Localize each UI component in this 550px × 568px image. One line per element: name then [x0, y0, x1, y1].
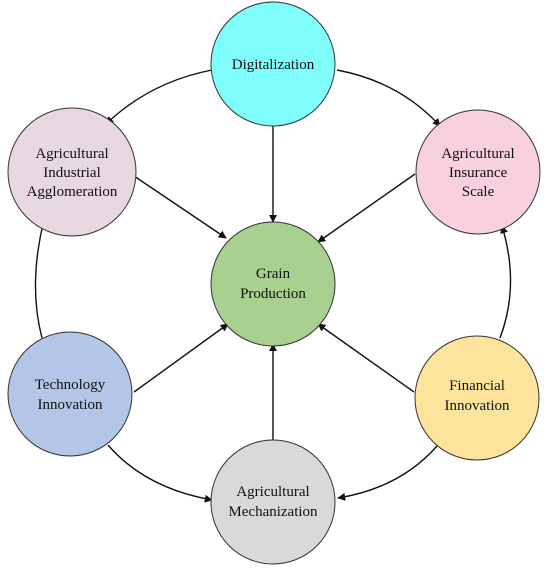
node-mechanization-label-line2: Mechanization — [228, 504, 318, 520]
node-insurance-label-line1: Agricultural — [441, 146, 514, 162]
edge-financial-to-mechanization — [337, 445, 438, 501]
node-grain-label-line1: Grain — [256, 266, 291, 282]
node-mechanization-circle — [210, 439, 336, 565]
node-financial-circle — [414, 335, 540, 461]
edge-agglomeration-to-grain — [133, 175, 227, 239]
edge-technology-to-grain — [133, 323, 229, 393]
node-agricultural-insurance-scale: Agricultural Insurance Scale — [415, 109, 541, 235]
edge-digitalization-to-insurance — [336, 69, 441, 127]
node-technology-innovation: Technology Innovation — [7, 331, 133, 457]
node-financial-innovation: Financial Innovation — [414, 335, 540, 461]
node-agglomeration-label-line2: Industrial — [43, 165, 101, 181]
edge-financial-to-insurance — [499, 225, 512, 339]
node-mechanization-label-line1: Agricultural — [236, 484, 309, 500]
node-insurance-label-line3: Scale — [462, 184, 495, 200]
node-technology-label-line1: Technology — [35, 377, 106, 393]
node-grain-circle — [210, 221, 336, 347]
node-grain-label-line2: Production — [240, 286, 306, 302]
node-financial-label-line1: Financial — [449, 378, 505, 394]
edge-financial-to-grain — [317, 323, 415, 393]
node-agricultural-industrial-agglomeration: Agricultural Industrial Agglomeration — [7, 107, 137, 237]
edge-digitalization-to-agglomeration — [105, 69, 213, 125]
node-agricultural-mechanization: Agricultural Mechanization — [210, 439, 336, 565]
node-digitalization: Digitalization — [210, 1, 336, 127]
node-insurance-label-line2: Insurance — [449, 165, 508, 181]
node-technology-circle — [7, 331, 133, 457]
edges — [34, 69, 512, 503]
node-digitalization-circle — [210, 1, 336, 127]
node-agglomeration-circle — [7, 107, 137, 237]
edge-insurance-to-grain — [317, 173, 416, 243]
node-digitalization-label: Digitalization — [232, 57, 315, 73]
node-financial-label-line2: Innovation — [445, 398, 510, 414]
edge-technology-to-mechanization — [107, 444, 213, 503]
node-insurance-circle — [415, 109, 541, 235]
node-agglomeration-label-line1: Agricultural — [35, 146, 108, 162]
edge-technology-to-agglomeration — [34, 219, 47, 339]
node-agglomeration-label-line3: Agglomeration — [27, 184, 118, 200]
node-grain-production: Grain Production — [210, 221, 336, 347]
node-technology-label-line2: Innovation — [38, 397, 103, 413]
